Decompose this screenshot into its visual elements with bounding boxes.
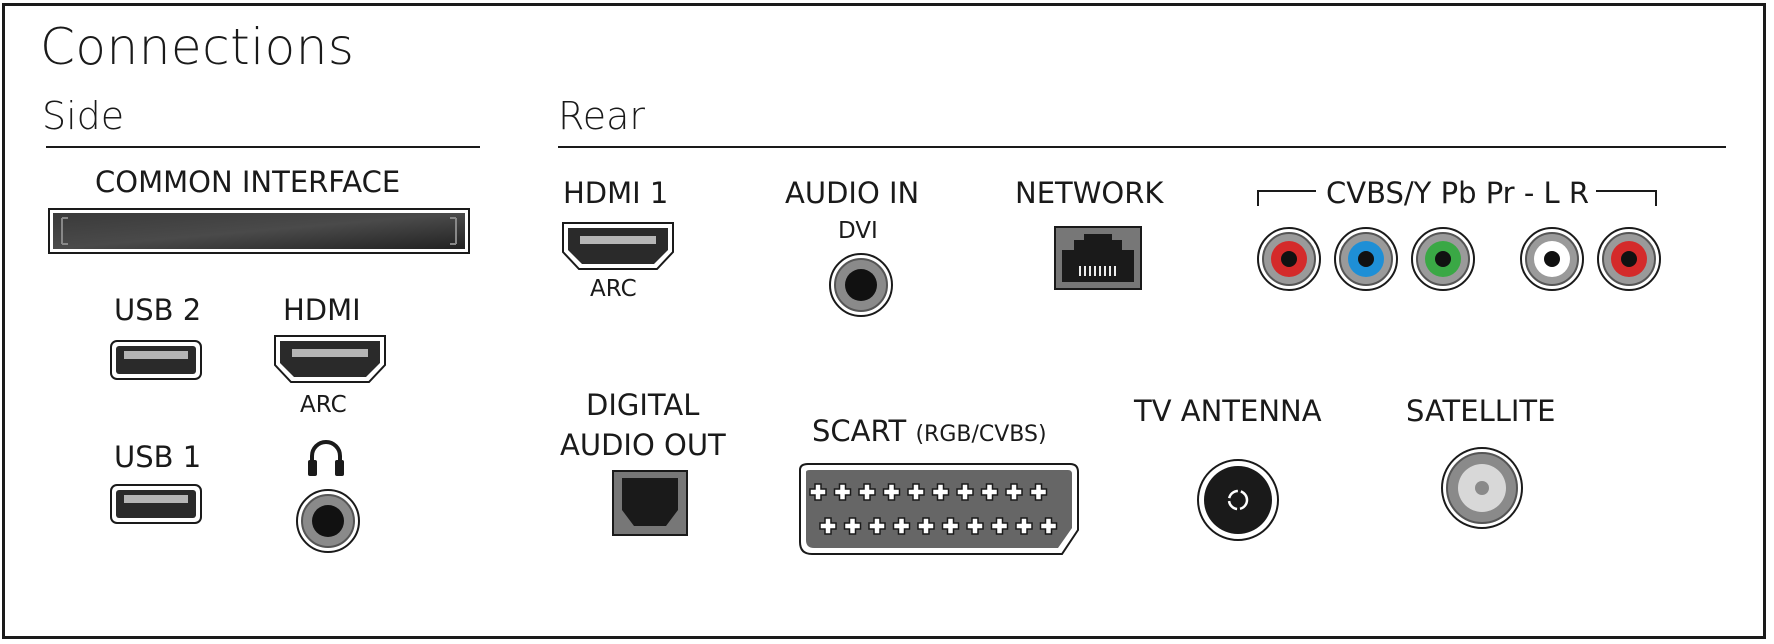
scart-pin: [980, 483, 999, 501]
scart-label-main: SCART: [812, 414, 907, 448]
component-label: CVBS/Y Pb Pr - L R: [1326, 176, 1590, 210]
audio-in-dvi-label: DVI: [838, 218, 878, 244]
rca-pr-green: [1411, 227, 1475, 291]
common-interface-label: COMMON INTERFACE: [95, 165, 401, 199]
headphone-jack-icon: [296, 489, 360, 553]
page-title: Connections: [40, 18, 355, 76]
scart-pin: [956, 483, 974, 501]
scart-pin: [966, 517, 984, 535]
tv-antenna-label: TV ANTENNA: [1134, 394, 1322, 428]
scart-label: SCART (RGB/CVBS): [812, 414, 1047, 448]
component-rca-jacks: [1257, 227, 1661, 291]
side-hdmi-port-icon: [274, 335, 386, 383]
network-label: NETWORK: [1015, 176, 1164, 210]
scart-pin: [907, 483, 925, 501]
rca-r-red: [1597, 227, 1661, 291]
scart-port-icon: [799, 463, 1079, 555]
scart-pin: [1029, 483, 1048, 501]
network-port-icon: [1054, 226, 1142, 290]
scart-pin: [1039, 517, 1058, 535]
audio-in-label: AUDIO IN: [785, 176, 920, 210]
rear-hdmi1-label: HDMI 1: [563, 176, 669, 210]
scart-pin: [833, 483, 852, 501]
diagram-frame: [2, 3, 1766, 639]
scart-pin: [882, 483, 901, 501]
scart-pin: [931, 483, 950, 501]
tv-antenna-port-icon: [1197, 459, 1279, 541]
component-bracket: [1257, 190, 1657, 206]
scart-pin: [1005, 483, 1023, 501]
digital-audio-out-label-line1: DIGITAL: [586, 388, 700, 422]
satellite-port-icon: [1441, 447, 1523, 529]
rear-hdmi1-arc-label: ARC: [590, 276, 637, 302]
optical-port-icon: [612, 470, 688, 536]
scart-pin: [941, 517, 960, 535]
scart-pin: [809, 483, 827, 501]
scart-pin: [868, 517, 886, 535]
scart-pin: [858, 483, 876, 501]
side-hdmi-label: HDMI: [283, 293, 361, 327]
rear-rule: [558, 146, 1726, 148]
scart-pin: [843, 517, 862, 535]
common-interface-slot-icon: [48, 208, 470, 254]
usb2-label: USB 2: [114, 293, 202, 327]
scart-pin: [892, 517, 911, 535]
scart-pin: [1015, 517, 1033, 535]
scart-label-sub: (RGB/CVBS): [915, 422, 1047, 447]
section-side-heading: Side: [42, 94, 125, 138]
scart-pin: [819, 517, 837, 535]
side-rule: [46, 146, 480, 148]
scart-pin: [917, 517, 935, 535]
rca-l-white: [1520, 227, 1584, 291]
usb1-label: USB 1: [114, 440, 202, 474]
rear-hdmi1-port-icon: [562, 222, 674, 270]
audio-in-jack-icon: [829, 253, 893, 317]
section-rear-heading: Rear: [558, 94, 645, 138]
scart-pin: [990, 517, 1009, 535]
rca-pb-blue: [1334, 227, 1398, 291]
side-hdmi-arc-label: ARC: [300, 392, 347, 418]
digital-audio-out-label-line2: AUDIO OUT: [560, 428, 726, 462]
rca-y-red: [1257, 227, 1321, 291]
usb1-port-icon: [110, 484, 202, 524]
satellite-label: SATELLITE: [1406, 394, 1556, 428]
headphones-icon: [308, 440, 344, 476]
usb2-port-icon: [110, 340, 202, 380]
